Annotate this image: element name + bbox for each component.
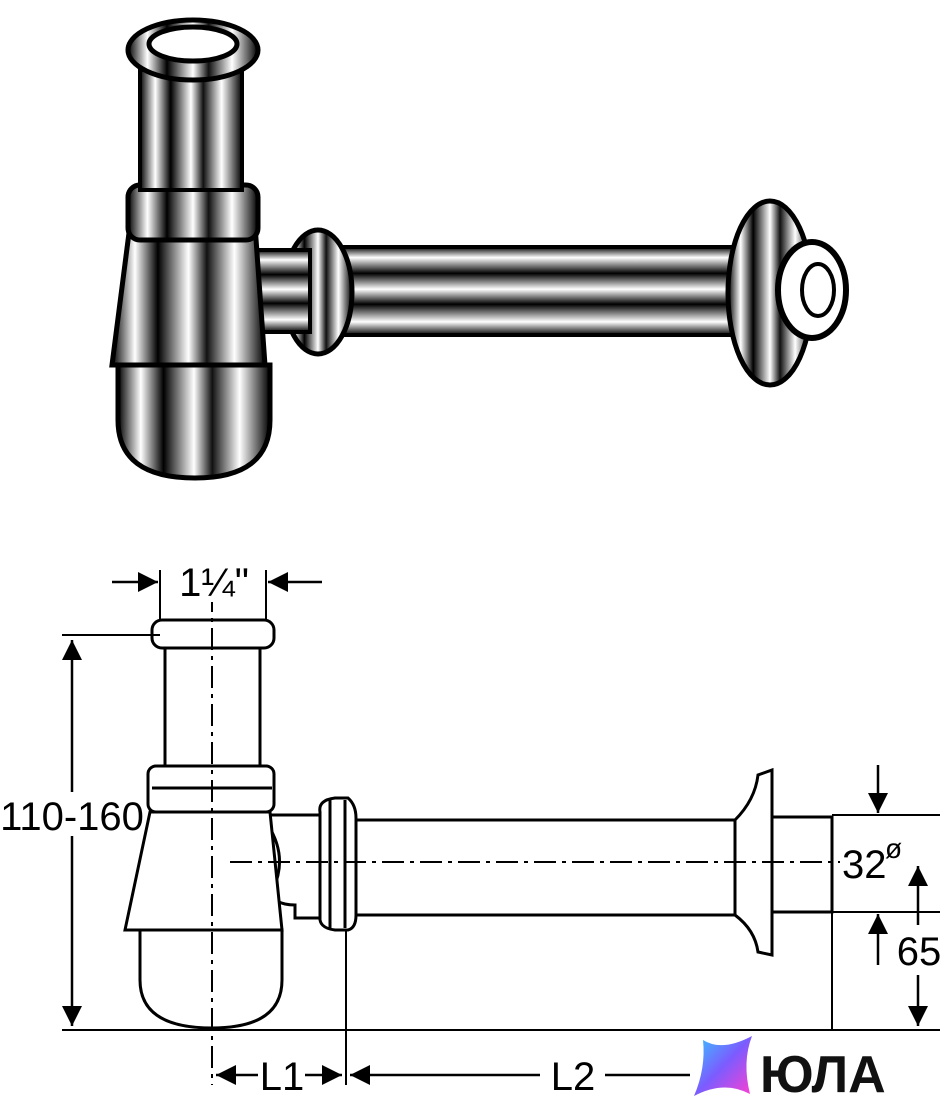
iso-collar [125,182,261,243]
iso-trap-cup [115,362,273,481]
yula-logo-icon [694,1036,752,1096]
dimension-labels: 1¼" 110-160 32 ø 65 L1 L2 [0,556,943,1099]
technical-drawing [62,570,940,1085]
drawing-pipe-end [770,815,834,914]
dim-outlet-height: 65 [897,930,942,974]
iso-trap-body [109,222,268,368]
iso-inlet-tube [138,68,244,192]
dim-inlet-thread: 1¼" [179,561,249,605]
dim-height-range: 110-160 [0,795,144,839]
yula-brand-name: ЮЛА [760,1046,886,1100]
drawing-union-nut [318,796,358,932]
drawing-trap-body [123,810,284,932]
iso-outlet-pipe [328,245,762,337]
dim-diameter-symbol: ø [885,833,902,864]
dim-length-2: L2 [551,1055,596,1099]
dim-length-1: L1 [260,1055,305,1099]
drawing-outlet-pipe [353,818,737,917]
bottle-trap-illustration [109,17,849,481]
dim-outlet-diameter: 32 [842,843,887,887]
yula-watermark: ЮЛА [694,1036,886,1100]
